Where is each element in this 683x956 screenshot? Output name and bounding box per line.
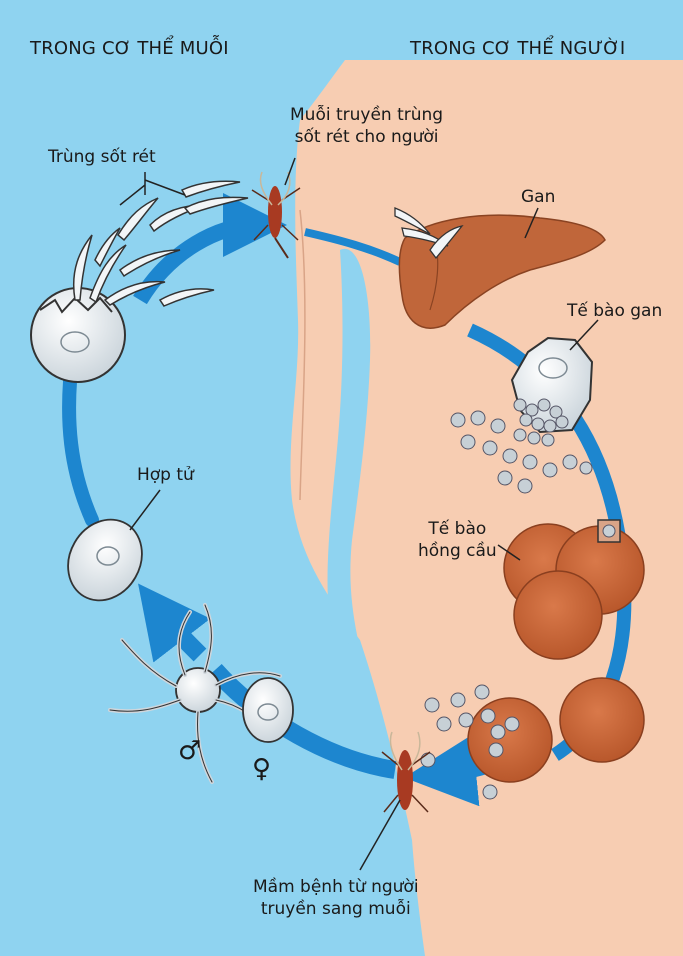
- female-gametocyte: [243, 678, 293, 742]
- female-symbol: ♀: [252, 756, 271, 782]
- label-sporozoites: Trùng sốt rét: [48, 146, 156, 168]
- label-red-cells: Tế bào hồng cầu: [418, 518, 497, 562]
- label-bite-out-line-2: truyền sang muỗi: [253, 898, 419, 920]
- male-symbol: ♂: [178, 738, 201, 764]
- header-mosquito-side: TRONG CƠ THỂ MUỖI: [30, 38, 229, 60]
- label-red-cells-line-1: Tế bào: [418, 518, 497, 540]
- label-red-cells-line-2: hồng cầu: [418, 540, 497, 562]
- merozoite-in-box: [603, 525, 615, 537]
- label-bite-in: Muỗi truyền trùng sốt rét cho người: [290, 104, 443, 148]
- label-bite-in-line-2: sốt rét cho người: [290, 126, 443, 148]
- label-bite-out-line-1: Mầm bệnh từ người: [253, 876, 419, 898]
- label-bite-out: Mầm bệnh từ người truyền sang muỗi: [253, 876, 419, 920]
- label-bite-in-line-1: Muỗi truyền trùng: [290, 104, 443, 126]
- header-human-side: TRONG CƠ THỂ NGƯỜI: [410, 38, 625, 60]
- label-zygote: Hợp tử: [137, 464, 194, 486]
- label-liver-cell: Tế bào gan: [567, 300, 662, 322]
- label-liver: Gan: [521, 186, 555, 208]
